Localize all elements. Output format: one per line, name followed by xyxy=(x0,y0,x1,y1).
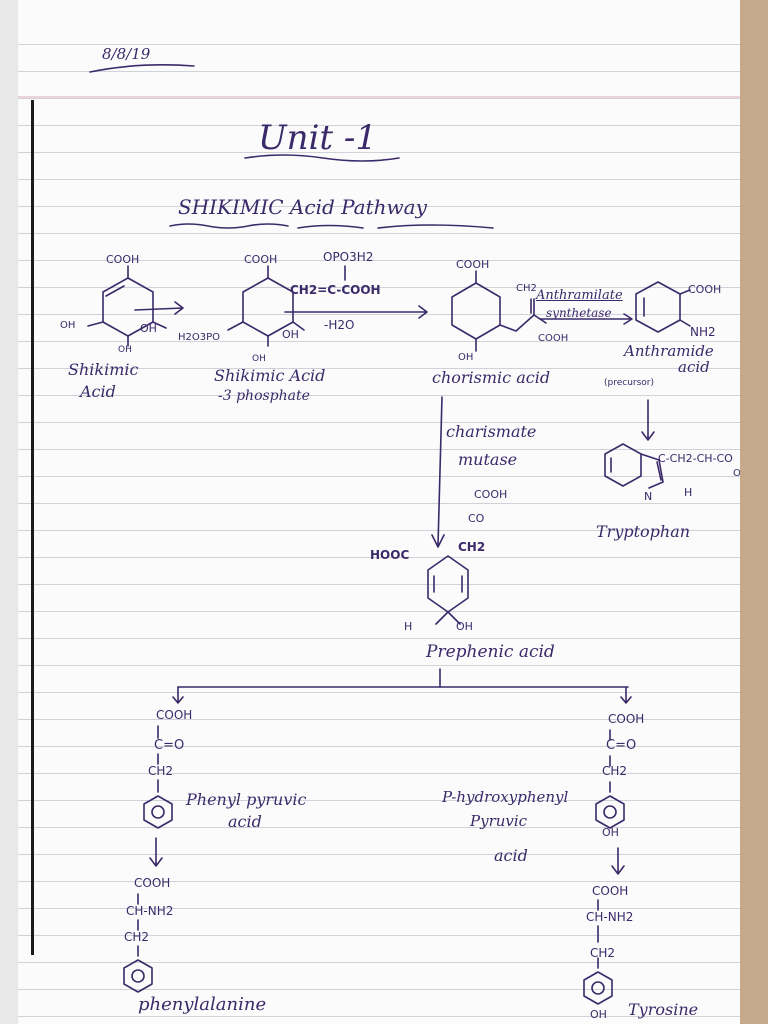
date-underline xyxy=(89,64,195,73)
shikimic-label-2: Acid xyxy=(80,382,116,401)
shikimic-oh-right: OH xyxy=(140,322,157,335)
s3p-label-1: Shikimic Acid xyxy=(214,366,326,385)
phe-structure xyxy=(123,893,153,993)
arrow-5 xyxy=(431,396,445,548)
shikimic-oh-left: OH xyxy=(60,320,76,331)
reagent-main: CH2=C-COOH xyxy=(290,283,381,297)
phe-label: phenylalanine xyxy=(138,994,267,1015)
hpp-co: C=O xyxy=(606,738,637,753)
s3p-h2o3po: H2O3PO xyxy=(178,332,221,343)
enzyme-2-line-1: charismate xyxy=(446,422,537,441)
ppa-cooh: COOH xyxy=(156,708,193,722)
shikimic-oh-bottom: OH xyxy=(118,345,132,355)
phe-ch2: CH2 xyxy=(124,930,150,944)
prephenic-oh: OH xyxy=(456,620,473,633)
tryptophan-h: H xyxy=(684,486,693,499)
hpp-structure xyxy=(595,729,625,829)
notebook-spine xyxy=(740,0,768,1024)
enzyme-2-line-2: mutase xyxy=(458,450,518,469)
heading-underline xyxy=(169,223,494,229)
reagent-bond xyxy=(344,265,346,281)
hpp-label-2: Pyruvic xyxy=(470,812,528,830)
prephenic-cooh: COOH xyxy=(474,488,508,501)
hpp-cooh: COOH xyxy=(608,712,645,726)
chorismic-acid-structure xyxy=(451,270,547,352)
branch-connector xyxy=(172,668,632,704)
chorismic-ch2: CH2 xyxy=(516,283,537,294)
hpp-label-3: acid xyxy=(494,846,528,865)
ppa-ch2: CH2 xyxy=(148,764,174,778)
s3p-oh-right: OH xyxy=(282,328,299,341)
hpp-oh: OH xyxy=(602,826,619,839)
arrow-6 xyxy=(149,837,163,867)
shikimic-cooh: COOH xyxy=(106,253,140,266)
notebook-page: 8/8/19 Unit -1 SHIKIMIC Acid Pathway COO… xyxy=(18,0,748,1024)
top-margin-rule xyxy=(18,96,748,98)
prephenic-h: H xyxy=(404,620,413,633)
s3p-cooh: COOH xyxy=(244,253,278,266)
anthranilic-label-1: Anthramide xyxy=(624,342,714,360)
arrow-7 xyxy=(611,847,625,875)
tryptophan-label: Tryptophan xyxy=(596,522,691,541)
prephenic-acid-structure xyxy=(427,555,469,625)
tryptophan-n: N xyxy=(644,490,653,503)
ppa-label-2: acid xyxy=(228,812,262,831)
tyr-cooh: COOH xyxy=(592,884,629,898)
enzyme-1-line-1: Anthramilate xyxy=(536,288,623,303)
prephenic-hooc: HOOC xyxy=(370,548,410,562)
chorismic-cooh-2: COOH xyxy=(538,333,569,344)
anthranilic-acid-structure xyxy=(635,281,691,333)
tyr-oh: OH xyxy=(590,1008,607,1021)
prephenic-co: CO xyxy=(468,512,485,525)
arrow-3 xyxy=(539,313,633,325)
anthranilic-cooh: COOH xyxy=(688,283,722,296)
phe-chnh2: CH-NH2 xyxy=(126,904,174,918)
ppa-structure xyxy=(143,725,173,829)
section-heading: SHIKIMIC Acid Pathway xyxy=(178,195,427,219)
anthranilic-nh2: NH2 xyxy=(690,325,716,339)
date: 8/8/19 xyxy=(102,45,151,63)
tyr-label: Tyrosine xyxy=(628,1000,699,1019)
tyr-chnh2: CH-NH2 xyxy=(586,910,634,924)
page-title: Unit -1 xyxy=(258,118,378,158)
reagent-loss: -H2O xyxy=(324,318,355,332)
tyr-ch2: CH2 xyxy=(590,946,616,960)
prephenic-label: Prephenic acid xyxy=(426,642,555,662)
s3p-oh-bottom: OH xyxy=(252,354,266,364)
prephenic-ch2: CH2 xyxy=(458,540,486,554)
chorismic-oh: OH xyxy=(458,352,474,363)
anthranilic-note: (precursor) xyxy=(604,378,655,388)
hpp-ch2: CH2 xyxy=(602,764,628,778)
reagent-top: OPO3H2 xyxy=(323,250,374,264)
hpp-label-1: P-hydroxyphenyl xyxy=(442,788,569,806)
shikimic-acid-structure xyxy=(87,265,167,347)
left-margin-line xyxy=(31,100,34,955)
shikimic-label-1: Shikimic xyxy=(68,360,139,379)
enzyme-1-line-2: synthetase xyxy=(546,306,612,320)
arrow-2 xyxy=(284,305,428,319)
s3p-label-2: -3 phosphate xyxy=(218,388,310,404)
anthranilic-label-2: acid xyxy=(678,358,710,376)
chorismic-label: chorismic acid xyxy=(432,368,551,387)
tyr-structure xyxy=(583,899,613,1005)
phe-cooh: COOH xyxy=(134,876,171,890)
tryptophan-chain: C-CH2-CH-CO xyxy=(658,452,733,465)
chorismic-cooh: COOH xyxy=(456,258,490,271)
ppa-co: C=O xyxy=(154,738,185,753)
arrow-1 xyxy=(134,301,184,315)
arrow-4 xyxy=(641,399,655,441)
shikimic-3-phosphate-structure xyxy=(227,265,305,347)
ppa-label-1: Phenyl pyruvic xyxy=(186,790,307,809)
title-underline xyxy=(244,154,400,162)
tryptophan-structure xyxy=(604,443,664,489)
